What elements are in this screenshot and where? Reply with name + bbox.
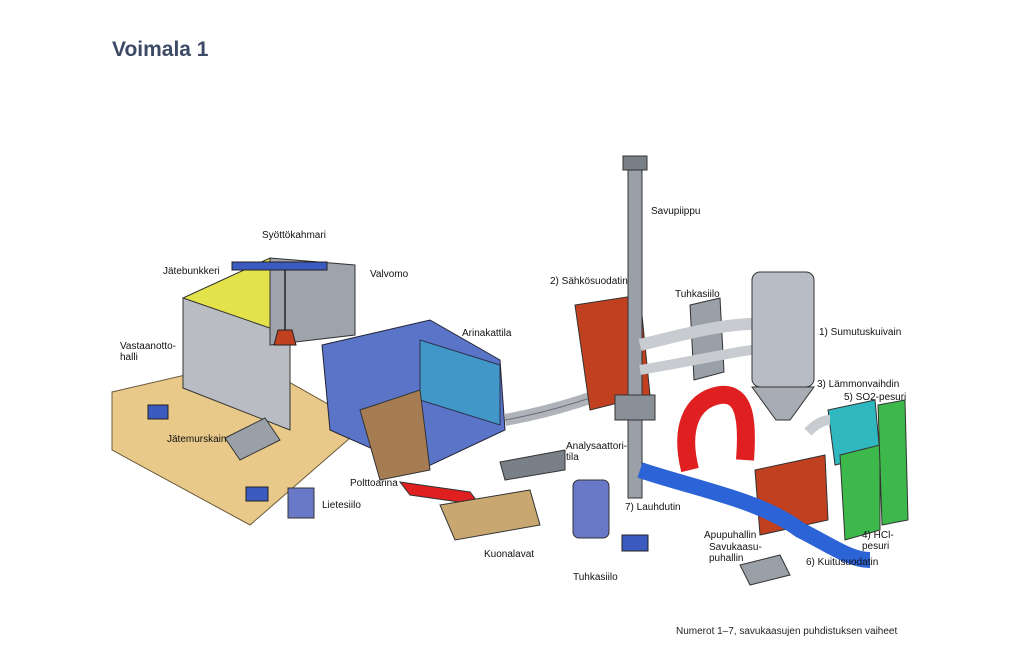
grab-claw bbox=[273, 329, 297, 346]
label-so2pesuri: 5) SO2-pesuri bbox=[844, 392, 907, 403]
label-lietesiilo: Lietesiilo bbox=[322, 500, 361, 511]
hcl-scrubber bbox=[839, 444, 881, 541]
combustion-grate bbox=[359, 389, 431, 481]
label-jatebunkkeri: Jätebunkkeri bbox=[163, 266, 220, 277]
label-kuitusuodatin: 6) Kuitusuodatin bbox=[806, 557, 879, 568]
red-flue-duct bbox=[677, 385, 755, 473]
slag-pallets bbox=[439, 489, 541, 541]
label-tuhkasiilo-bottom: Tuhkasiilo bbox=[573, 572, 618, 583]
label-savupiippu: Savupiippu bbox=[651, 206, 701, 217]
feed-grab-crane bbox=[231, 261, 328, 271]
label-sumutuskuivain: 1) Sumutuskuivain bbox=[819, 327, 902, 338]
label-tuhkasiilo-top: Tuhkasiilo bbox=[675, 289, 720, 300]
label-syottokahmari: Syöttökahmari bbox=[262, 230, 326, 241]
truck-1 bbox=[147, 404, 169, 420]
chimney-base bbox=[614, 394, 656, 421]
label-kuonalavat: Kuonalavat bbox=[484, 549, 535, 560]
truck-3 bbox=[621, 534, 649, 552]
label-lammonvaihdin: 3) Lämmonvaihdin bbox=[817, 379, 900, 390]
page-title: Voimala 1 bbox=[112, 38, 209, 61]
label-jatemurskain: Jätemurskain bbox=[167, 434, 227, 445]
so2-scrubber bbox=[877, 399, 909, 526]
ash-silo-bottom bbox=[572, 479, 610, 539]
sludge-silo bbox=[287, 487, 315, 519]
analyzer-room bbox=[499, 449, 566, 481]
label-lauhdutin: 7) Lauhdutin bbox=[625, 502, 681, 513]
blue-flue-duct bbox=[637, 462, 871, 568]
truck-2 bbox=[245, 486, 269, 502]
bunker-side-wall bbox=[182, 297, 291, 431]
label-polttoarina: Polttoarina bbox=[350, 478, 398, 489]
flue-gas-fan bbox=[739, 554, 791, 586]
label-hclpesuri: 4) HCl- pesuri bbox=[862, 530, 894, 552]
label-sahkosuodatin: 2) Sähkösuodatin bbox=[550, 276, 628, 287]
chimney-cap bbox=[622, 155, 648, 171]
label-vastaanottohalli: Vastaanotto- halli bbox=[120, 341, 176, 363]
ash-silo-top bbox=[689, 297, 725, 381]
label-arinakattila: Arinakattila bbox=[462, 328, 512, 339]
label-apupuhallin: Apupuhallin bbox=[704, 530, 757, 541]
label-analysaattoritila: Analysaattori- tila bbox=[566, 441, 628, 463]
boiler-heat-exchanger bbox=[419, 339, 501, 426]
figure-caption: Numerot 1–7, savukaasujen puhdistuksen v… bbox=[676, 626, 898, 637]
label-valvomo: Valvomo bbox=[370, 269, 409, 280]
spray-dryer bbox=[751, 271, 815, 388]
label-savukaasupuhallin: Savukaasu- puhallin bbox=[709, 542, 762, 564]
waste-shredder bbox=[224, 417, 281, 461]
